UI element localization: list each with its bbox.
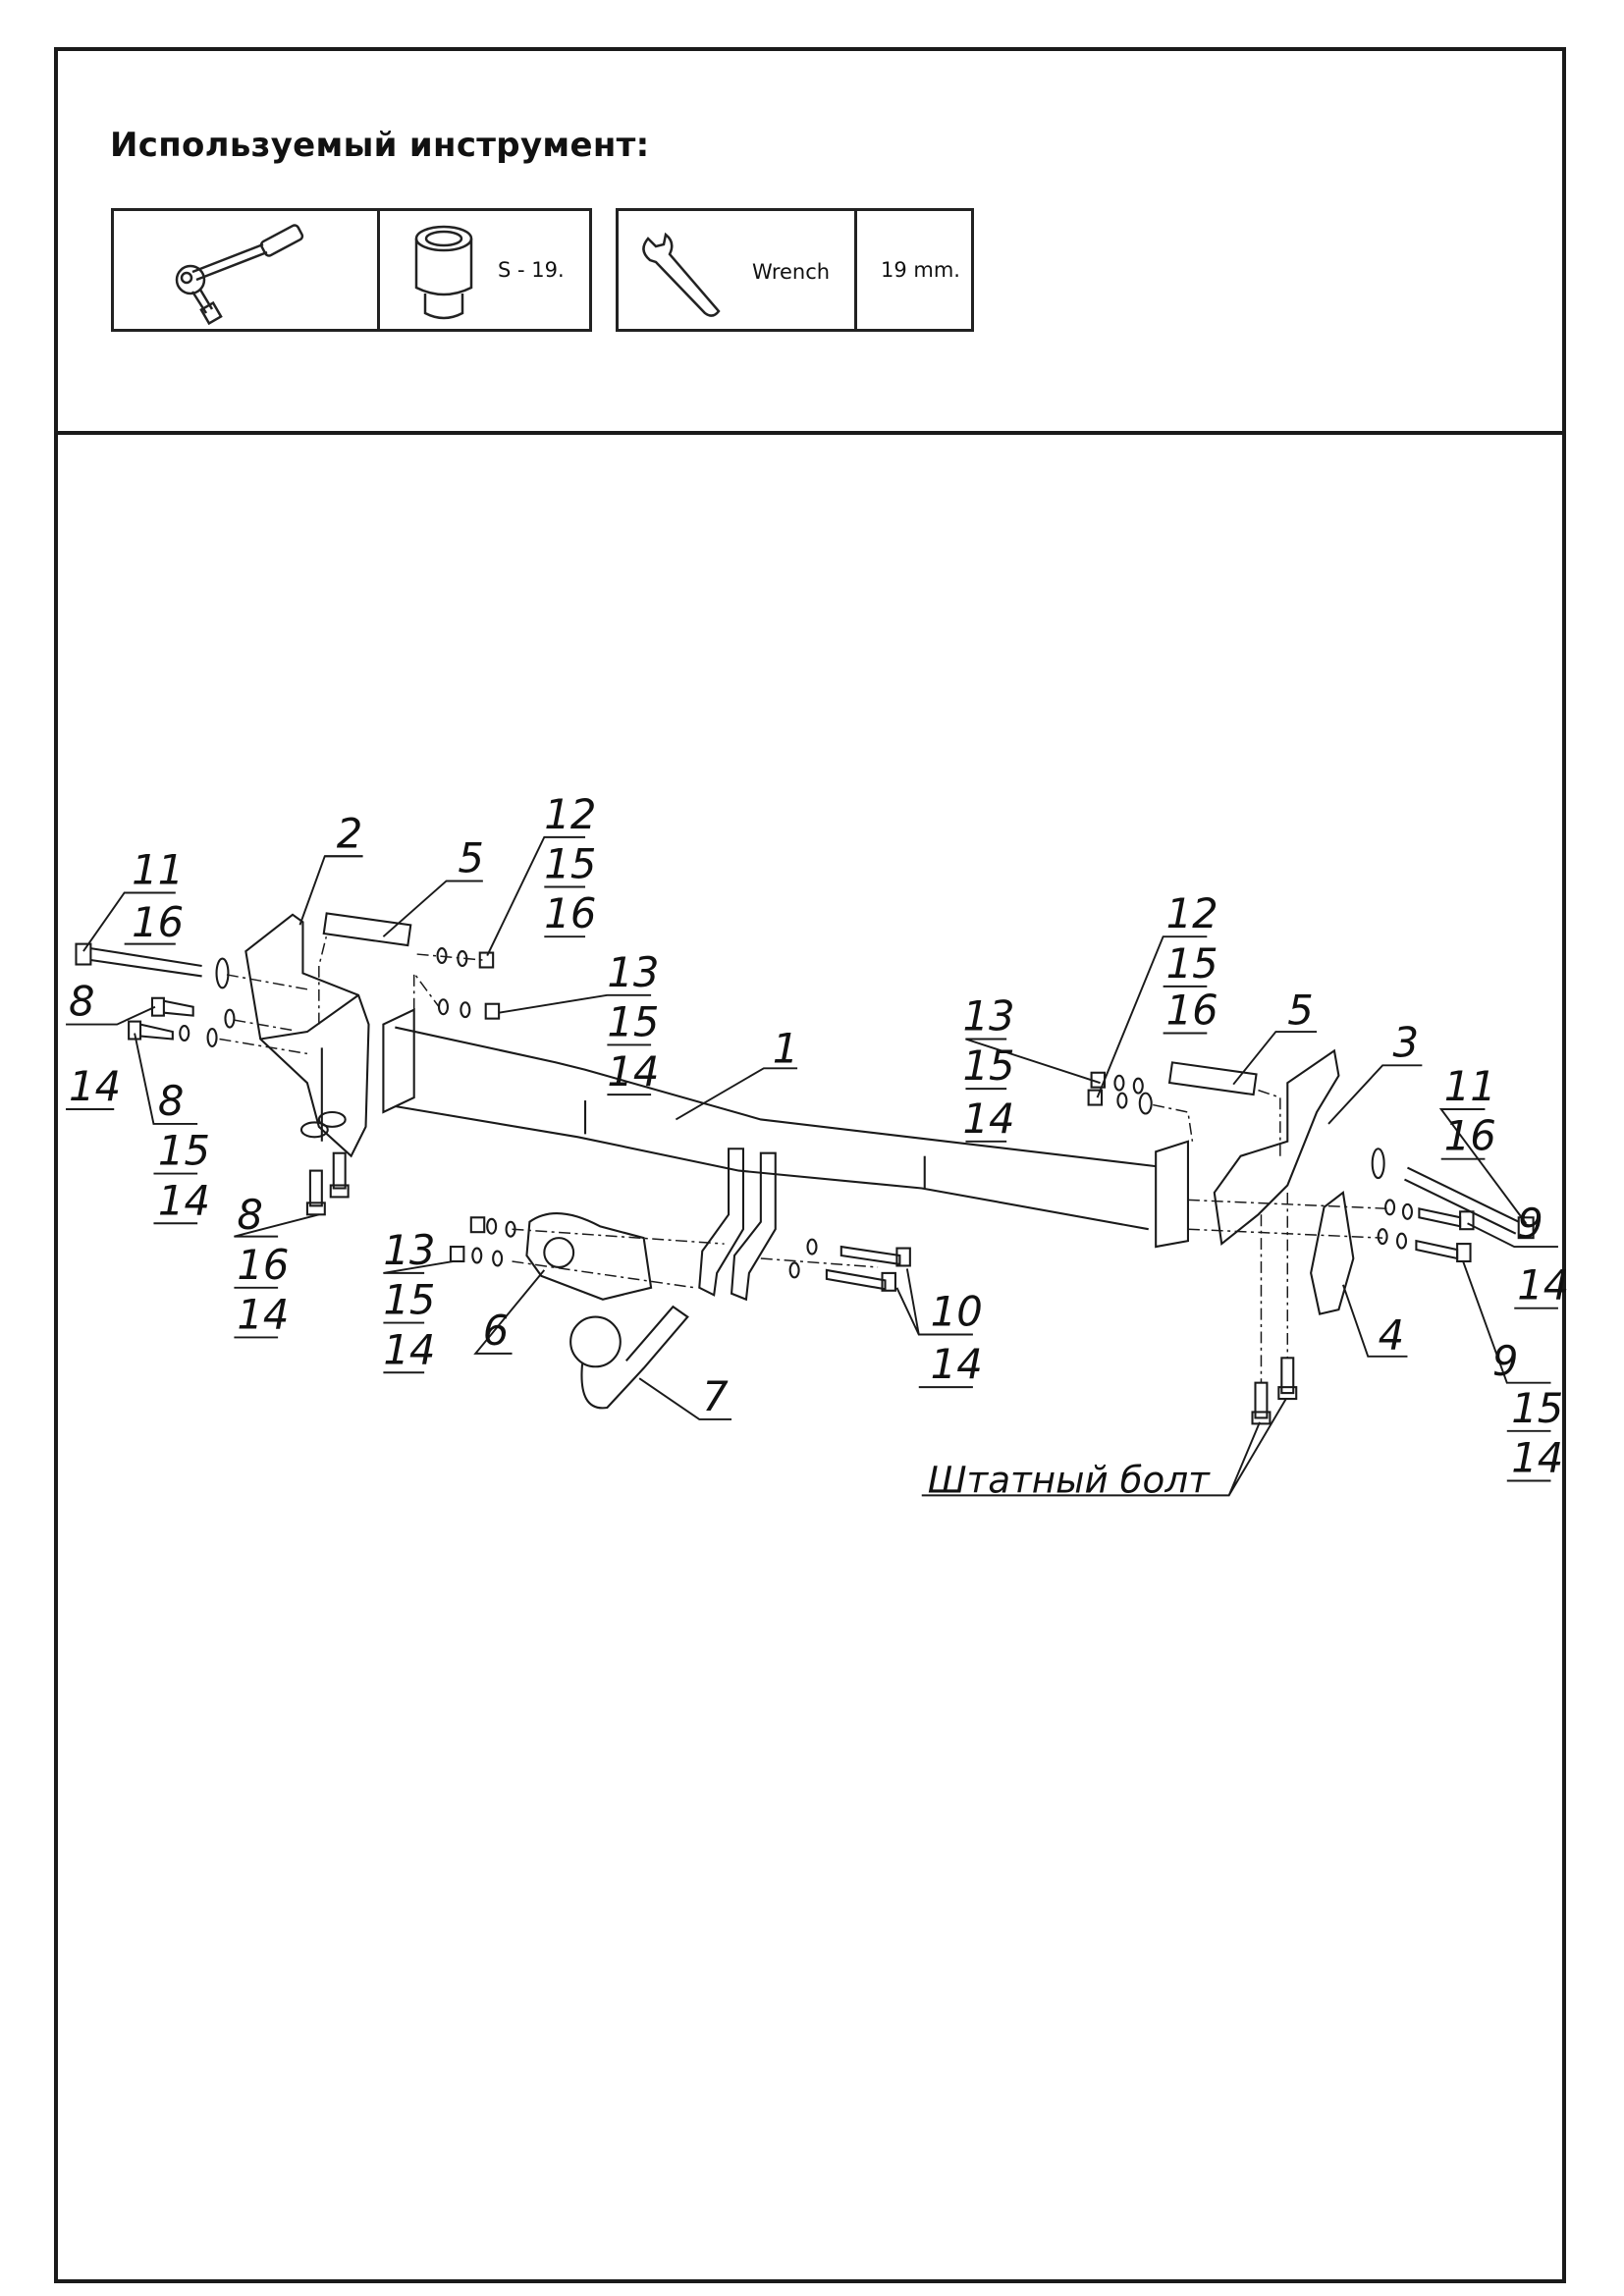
assembly-centerlines xyxy=(219,936,1390,1383)
ratchet-icon xyxy=(175,224,304,326)
ratchet-cell xyxy=(114,211,377,329)
callout-1: 1 xyxy=(773,1024,799,1072)
callout-13: 13 xyxy=(607,948,659,996)
callout-16: 16 xyxy=(544,889,596,937)
callout-9: 9 xyxy=(1517,1200,1543,1248)
callout-14: 14 xyxy=(383,1325,435,1373)
callout-12-right: 12 xyxy=(1166,889,1218,937)
long-bolt-part-11 xyxy=(75,942,230,989)
wrench-size-cell: 19 mm. xyxy=(854,211,971,329)
wrench-size: 19 mm. xyxy=(881,258,960,282)
socket-cell: S - 19. xyxy=(377,211,589,329)
bracket-part-2 xyxy=(244,913,370,1158)
callout-15: 15 xyxy=(383,1276,435,1324)
wrench-icon xyxy=(642,232,721,317)
callout-14: 14 xyxy=(931,1340,983,1388)
callout-12-left: 12 xyxy=(544,790,596,838)
callout-14: 14 xyxy=(1517,1261,1569,1309)
standard-bolt-label: Штатный болт xyxy=(928,1458,1211,1501)
socket-size: S - 19. xyxy=(498,258,565,282)
callout-16: 16 xyxy=(1166,987,1218,1035)
callout-15: 15 xyxy=(607,998,659,1046)
callout-13: 13 xyxy=(962,992,1014,1041)
wrench-label: Wrench xyxy=(752,260,831,284)
callout-14: 14 xyxy=(158,1176,210,1224)
callout-8: 8 xyxy=(237,1191,263,1239)
callout-7: 7 xyxy=(702,1372,729,1420)
callout-11-right: 11 xyxy=(1444,1062,1496,1110)
mounting-plates xyxy=(698,1148,777,1302)
callout-16: 16 xyxy=(1444,1112,1496,1160)
callout-10: 10 xyxy=(931,1288,983,1336)
callout-15: 15 xyxy=(1166,939,1218,988)
leader-lines xyxy=(66,835,1558,1497)
bracket-part-3 xyxy=(1213,1048,1340,1247)
callout-4: 4 xyxy=(1379,1310,1405,1359)
callout-14: 14 xyxy=(607,1047,659,1095)
long-bolt-part-11b xyxy=(1371,1148,1535,1240)
callout-2: 2 xyxy=(337,809,363,857)
callout-8: 8 xyxy=(158,1077,185,1125)
plate-part-4 xyxy=(1310,1191,1355,1315)
spacer-tube-part-5 xyxy=(322,912,412,947)
callout-5-left: 5 xyxy=(458,834,484,882)
tools-heading: Используемый инструмент: xyxy=(110,126,650,165)
spacer-tube-part-5b xyxy=(1167,1061,1258,1096)
callout-underlines xyxy=(66,855,1558,1482)
socket-plate-part-6 xyxy=(525,1212,653,1301)
callout-15: 15 xyxy=(1511,1384,1563,1432)
parts-drawing xyxy=(75,912,1535,1425)
callout-13: 13 xyxy=(383,1226,435,1274)
section-divider xyxy=(54,431,1566,435)
callout-11-left: 11 xyxy=(132,846,184,894)
callout-labels: 11 16 2 5 12 15 16 13 15 14 8 14 8 15 14… xyxy=(69,790,1569,1502)
tow-ball-part-7 xyxy=(569,1305,689,1410)
crossbeam-part-1 xyxy=(382,1008,1189,1249)
callout-15: 15 xyxy=(158,1127,210,1175)
tool-box-socket: S - 19. xyxy=(111,208,592,332)
callout-8: 8 xyxy=(69,978,95,1026)
callout-6: 6 xyxy=(483,1307,510,1355)
page-frame xyxy=(54,47,1566,2283)
socket-icon xyxy=(414,225,473,320)
callout-14: 14 xyxy=(237,1291,289,1339)
callout-9: 9 xyxy=(1492,1337,1519,1385)
callout-5-right: 5 xyxy=(1287,987,1314,1035)
callout-14: 14 xyxy=(69,1062,121,1110)
fasteners xyxy=(128,947,1475,1425)
tool-box-wrench: Wrench 19 mm. xyxy=(616,208,974,332)
callout-15: 15 xyxy=(544,840,596,888)
callout-14: 14 xyxy=(1511,1434,1563,1482)
callout-3: 3 xyxy=(1393,1018,1420,1066)
callout-16: 16 xyxy=(237,1241,289,1289)
callout-16: 16 xyxy=(132,898,184,946)
wrench-cell: Wrench xyxy=(619,211,854,329)
callout-15: 15 xyxy=(962,1041,1014,1090)
callout-14: 14 xyxy=(962,1095,1014,1143)
